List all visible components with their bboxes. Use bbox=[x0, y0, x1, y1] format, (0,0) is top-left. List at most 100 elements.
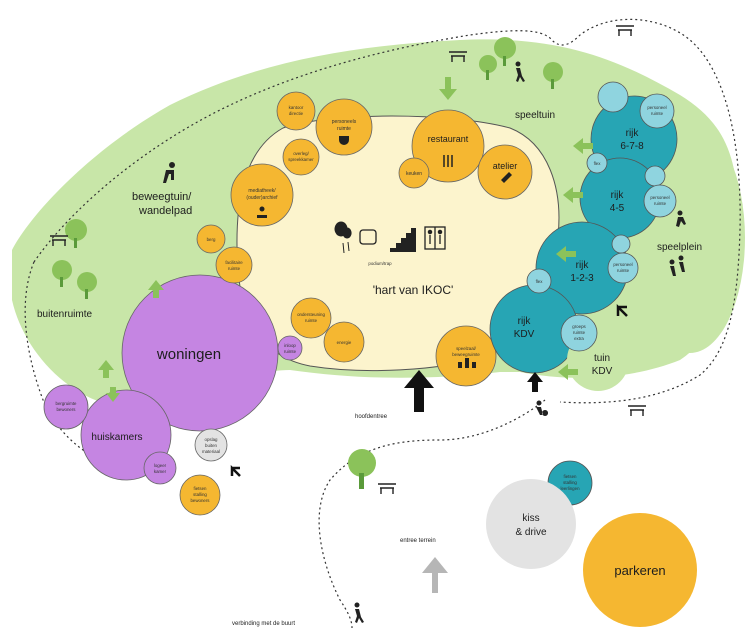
berg-bubble bbox=[196, 224, 226, 254]
huiskamers-label: huiskamers bbox=[91, 432, 142, 443]
logeer-label-1: logeer bbox=[154, 463, 167, 468]
opslag-label-2: buiten bbox=[205, 443, 218, 448]
groepsruimte-bubble bbox=[560, 314, 598, 352]
labels: 'hart van IKOC' podium/trap beweegtuin/ … bbox=[37, 105, 702, 627]
mediatheek-bubble bbox=[230, 163, 294, 227]
opslag-label-1: opslag bbox=[205, 437, 218, 442]
tuin-kdv-label-a: tuin bbox=[594, 353, 610, 364]
overleg-label-2: spreekkamer bbox=[288, 157, 314, 162]
facilitaire-label-1: facilitaire bbox=[225, 260, 243, 265]
teal-small-2 bbox=[639, 93, 675, 129]
speelzaal-label-2: beweegruimte bbox=[452, 352, 480, 357]
restaurant-bubble bbox=[411, 109, 485, 183]
teacher-label-1: personeel bbox=[647, 105, 666, 110]
keuken-label: keuken bbox=[406, 171, 422, 177]
tuin-kdv-label-b: KDV bbox=[592, 366, 613, 377]
fietsen-teal-1: fietsen bbox=[564, 474, 577, 479]
woningen-bubble bbox=[121, 274, 279, 432]
speeltuin-label: speeltuin bbox=[515, 110, 555, 121]
groep-label-2: ruimte bbox=[573, 330, 586, 335]
facilitaire-label-2: ruimte bbox=[228, 266, 241, 271]
teacher-label-2: ruimte bbox=[651, 111, 664, 116]
teacher-label-5: personeel bbox=[613, 262, 632, 267]
fietsen-orange-bubble bbox=[179, 474, 221, 516]
inloop-label-1: inloop bbox=[284, 343, 296, 348]
fietsen-orange-2: stalling bbox=[193, 492, 207, 497]
mediatheek-label-2: (ouder)archief bbox=[246, 195, 278, 201]
flex-label-1: flex bbox=[594, 161, 602, 166]
speelzaal-label-1: speelzaal/ bbox=[456, 346, 477, 351]
personeel-label-1: personeels bbox=[332, 119, 357, 125]
atelier-label: atelier bbox=[493, 161, 518, 171]
corner-arrow-1 bbox=[230, 464, 241, 477]
rijk-45-label-a: rijk bbox=[611, 190, 625, 201]
toilet-icon bbox=[424, 226, 446, 250]
balloon-icon bbox=[334, 221, 352, 254]
kiss-drive-bubble bbox=[486, 479, 576, 569]
cup-icon bbox=[339, 136, 349, 145]
rijk-kdv-label-a: rijk bbox=[518, 316, 532, 327]
teacher-label-4: ruimte bbox=[654, 201, 667, 206]
reader-icon bbox=[259, 206, 265, 212]
groep-label-3: extra bbox=[574, 336, 584, 341]
trees bbox=[52, 37, 563, 489]
fietsen-orange-1: fietsen bbox=[194, 486, 207, 491]
green-arrows bbox=[98, 77, 593, 402]
cutlery-icon bbox=[443, 155, 453, 167]
center-icons bbox=[334, 221, 446, 254]
woningen-small-bubble bbox=[277, 335, 303, 361]
rijk-678-label-b: 6-7-8 bbox=[620, 141, 644, 152]
keuken-bubble bbox=[398, 157, 430, 189]
bergruimte-label-2: bewoners bbox=[56, 407, 76, 412]
hoofdentree-label: hoofdentree bbox=[355, 414, 388, 420]
fietsen-teal-3: leerlingen bbox=[560, 486, 580, 491]
teal-small-7 bbox=[607, 252, 639, 284]
bergruimte-bubble bbox=[43, 384, 89, 430]
teal-small-8 bbox=[526, 268, 552, 294]
speelzaal-bubble bbox=[435, 325, 497, 387]
teal-small-1 bbox=[597, 81, 629, 113]
bergruimte-label-1: bergruimte bbox=[56, 401, 78, 406]
kdv-entry-arrow bbox=[527, 372, 543, 392]
personeel-label-2: ruimte bbox=[337, 126, 351, 132]
rijk-678-label-a: rijk bbox=[626, 128, 640, 139]
opslag-label-3: materiaal bbox=[202, 449, 220, 454]
fietsen-orange-3: bewoners bbox=[190, 498, 210, 503]
atelier-bubble bbox=[477, 144, 533, 200]
walking-path-3 bbox=[318, 399, 546, 629]
groep-label-1: groeps bbox=[572, 324, 586, 329]
pedestrian-icons bbox=[163, 61, 686, 623]
center-subtitle: podium/trap bbox=[368, 261, 392, 266]
entree-terrein-arrow bbox=[422, 557, 448, 593]
energie-bubble bbox=[323, 321, 365, 363]
kantoor-label-1: kantoor bbox=[289, 105, 304, 110]
speelplein-label: speelplein bbox=[657, 242, 702, 253]
logeer-label-2: kamer bbox=[154, 469, 167, 474]
berg-label: berg bbox=[207, 237, 216, 242]
kantoor-label-2: directie bbox=[289, 111, 304, 116]
teal-small-6 bbox=[611, 234, 631, 254]
bench-icons bbox=[50, 25, 646, 494]
fietsen-teal-2: stalling bbox=[563, 480, 577, 485]
walking-path bbox=[33, 18, 741, 404]
paint-icon bbox=[501, 172, 512, 183]
teal-small-3 bbox=[586, 152, 608, 174]
rijk-45-label-b: 4-5 bbox=[610, 203, 625, 214]
mediatheek-label-1: mediatheek/ bbox=[248, 188, 276, 194]
parkeren-label: parkeren bbox=[614, 563, 665, 578]
teal-small-4 bbox=[644, 165, 666, 187]
rijk-123-label-a: rijk bbox=[576, 260, 590, 271]
center-title: 'hart van IKOC' bbox=[373, 283, 454, 297]
overleg-bubble bbox=[282, 138, 320, 176]
rijk-123-label-b: 1-2-3 bbox=[570, 273, 594, 284]
entree-terrein-label: entree terrein bbox=[400, 538, 436, 544]
ondersteuning-bubble bbox=[290, 297, 332, 339]
energie-label: energie bbox=[337, 340, 352, 345]
hoofdentree-arrow bbox=[404, 370, 434, 412]
kiss-label-1: kiss bbox=[522, 513, 539, 524]
kiss-label-2: & drive bbox=[515, 527, 547, 538]
wandelpad-label: wandelpad bbox=[138, 205, 192, 217]
ondersteuning-label-2: ruimte bbox=[305, 318, 318, 323]
inloop-label-2: ruimte bbox=[284, 349, 297, 354]
